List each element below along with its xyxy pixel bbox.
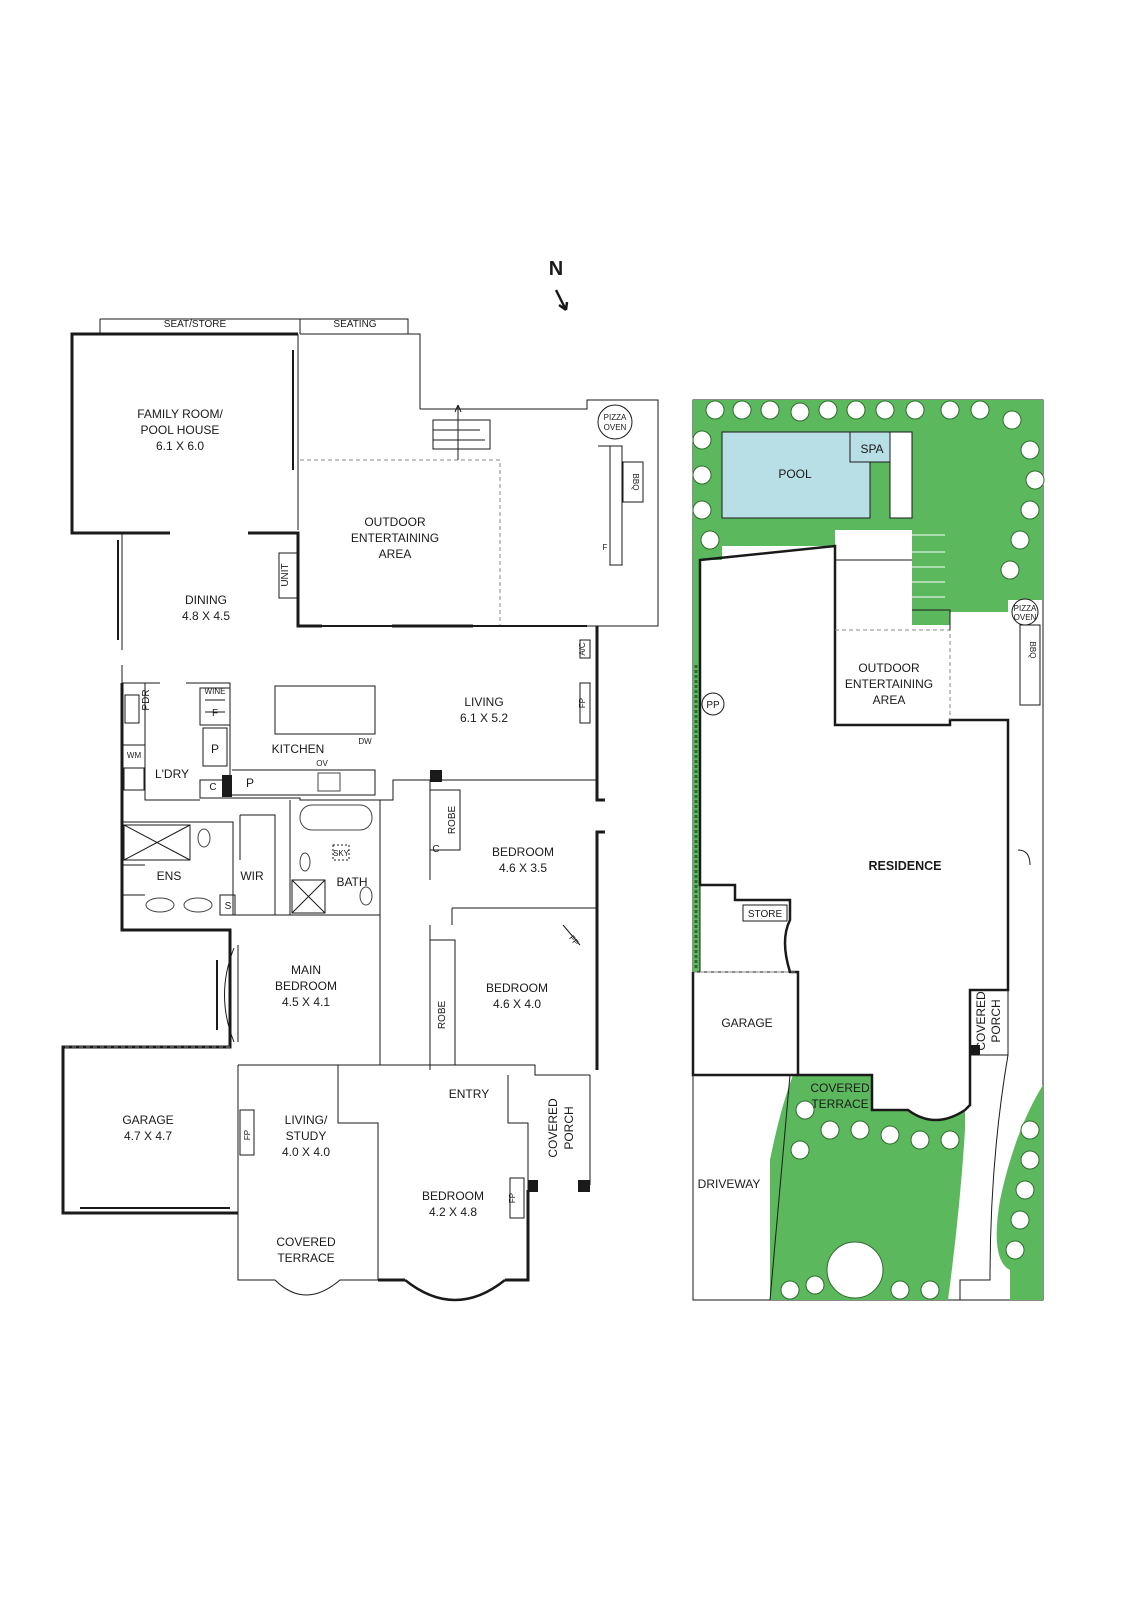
north-arrow: N (549, 258, 569, 312)
garage-size: 4.7 X 4.7 (124, 1129, 172, 1143)
wine-label: WINE (205, 687, 226, 696)
kitchen-label: KITCHEN (272, 742, 325, 756)
entry-label: ENTRY (449, 1087, 489, 1101)
covered-porch-label-2: PORCH (562, 1106, 576, 1149)
site-garage-label: GARAGE (721, 1016, 772, 1030)
bbq-label: BBQ (631, 474, 640, 491)
wir-label: WIR (240, 869, 264, 883)
unit-label: UNIT (280, 563, 291, 586)
site-pizza-oven-label: PIZZA (1014, 604, 1037, 613)
dining-size: 4.8 X 4.5 (182, 609, 230, 623)
site-store-label: STORE (748, 909, 783, 920)
cupboard-label-bedroom: C (432, 844, 439, 855)
bedroom-b-size: 4.6 X 4.0 (493, 997, 541, 1011)
main-bedroom-label: MAIN (291, 963, 321, 977)
fp-label-living: FP (578, 698, 587, 708)
pantry-label: P (211, 742, 219, 756)
laundry-label: L'DRY (155, 767, 189, 781)
f-mark-label: F (603, 543, 608, 552)
pdr-label: PDR (141, 689, 152, 710)
fp-label-bedroom-c: FP (508, 1193, 517, 1203)
residence-label: RESIDENCE (869, 859, 942, 873)
washing-machine-label: WM (127, 751, 142, 760)
living-size: 6.1 X 5.2 (460, 711, 508, 725)
seating-label: SEATING (333, 319, 376, 330)
outdoor-area-label-2: ENTERTAINING (351, 531, 439, 545)
pantry-label-2: P (246, 776, 254, 790)
spa-label: SPA (860, 442, 883, 456)
site-covered-porch-label-2: PORCH (989, 999, 1003, 1042)
living-label: LIVING (464, 695, 503, 709)
site-outdoor-area-label-2: ENTERTAINING (845, 677, 933, 691)
covered-terrace-label: COVERED (276, 1235, 336, 1249)
living-study-label-2: STUDY (286, 1129, 327, 1143)
site-plan-labels: POOL SPA PIZZA OVEN BBQ PP OUTDOOR ENTER… (698, 442, 1037, 1191)
family-room-label: FAMILY ROOM/ (137, 407, 223, 421)
site-covered-terrace-label: COVERED (810, 1081, 870, 1095)
bedroom-a-size: 4.6 X 3.5 (499, 861, 547, 875)
covered-terrace-label-2: TERRACE (277, 1251, 334, 1265)
fp-label-study: FP (243, 1130, 252, 1140)
main-bedroom-size: 4.5 X 4.1 (282, 995, 330, 1009)
oven-label: OV (316, 759, 328, 768)
bath-label: BATH (336, 875, 367, 889)
robe-label-a: ROBE (447, 806, 458, 835)
cupboard-label-laundry: C (209, 782, 216, 793)
site-outdoor-area-label-3: AREA (873, 693, 906, 707)
north-label: N (549, 258, 563, 280)
pizza-oven-label: PIZZA (604, 413, 627, 422)
site-covered-terrace-label-2: TERRACE (811, 1097, 868, 1111)
dining-label: DINING (185, 593, 227, 607)
seat-store-label: SEAT/STORE (164, 319, 227, 330)
site-pizza-oven-label-2: OVEN (1014, 613, 1037, 622)
site-covered-porch-label: COVERED (974, 991, 988, 1051)
fp-label-bedroom-b: FP (567, 934, 580, 948)
ground-floor-labels: SEAT/STORE SEATING FAMILY ROOM/ POOL HOU… (122, 319, 640, 1265)
garage-label: GARAGE (122, 1113, 173, 1127)
pool-label: POOL (778, 467, 812, 481)
bedroom-a-label: BEDROOM (492, 845, 554, 859)
store-s-label: S (225, 901, 232, 912)
site-bbq-label: BBQ (1028, 642, 1037, 659)
family-room-size: 6.1 X 6.0 (156, 439, 204, 453)
outdoor-area-label: OUTDOOR (364, 515, 426, 529)
pp-label: PP (706, 700, 720, 711)
ensuite-label: ENS (157, 869, 182, 883)
dishwasher-label: DW (358, 737, 372, 746)
site-plan (691, 399, 1045, 1301)
covered-porch-label: COVERED (546, 1098, 560, 1158)
outdoor-area-label-3: AREA (379, 547, 412, 561)
bedroom-c-size: 4.2 X 4.8 (429, 1205, 477, 1219)
bedroom-b-label: BEDROOM (486, 981, 548, 995)
family-room-label-2: POOL HOUSE (141, 423, 220, 437)
robe-label-b: ROBE (437, 1001, 448, 1030)
driveway-label: DRIVEWAY (698, 1177, 761, 1191)
living-study-size: 4.0 X 4.0 (282, 1145, 330, 1159)
fridge-label: F (212, 708, 218, 719)
living-study-label: LIVING/ (285, 1113, 328, 1127)
ground-floor-plan (61, 318, 659, 1302)
main-bedroom-label-2: BEDROOM (275, 979, 337, 993)
pizza-oven-label-2: OVEN (604, 423, 627, 432)
ac-label: A/C (578, 642, 587, 656)
site-outdoor-area-label: OUTDOOR (858, 661, 920, 675)
skylight-label: SKY (333, 849, 350, 858)
bedroom-c-label: BEDROOM (422, 1189, 484, 1203)
